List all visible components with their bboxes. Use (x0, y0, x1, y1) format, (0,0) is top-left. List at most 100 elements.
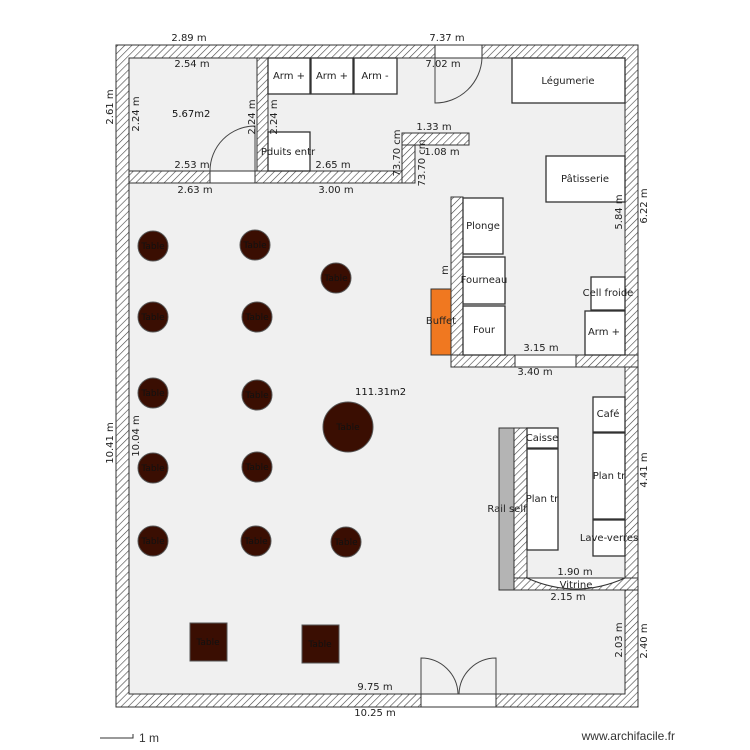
plan-travail-left[interactable] (526, 448, 559, 551)
legumerie-label: Légumerie (541, 75, 594, 87)
dim-left-inner: 10.04 m (131, 415, 142, 457)
lave-verres-label: Lave-verres (580, 533, 638, 544)
dim-storage-h: 2.24 m (269, 99, 280, 134)
caisse[interactable] (526, 427, 559, 449)
dim-left-room-bottom-inner: 2.53 m (174, 160, 209, 171)
round-table[interactable] (137, 525, 169, 557)
dim-kitchen-bottom-inner: 3.15 m (523, 343, 558, 354)
round-table-label: Table (243, 537, 268, 547)
dim-kitchen-right-inner: 5.84 m (614, 194, 625, 229)
site-watermark: www.archifacile.fr (581, 729, 675, 743)
cell-froide-label: Cell froide (583, 288, 634, 299)
arm-cabinet-4-label: Arm + (588, 327, 620, 338)
square-table[interactable] (189, 622, 228, 662)
four-label: Four (473, 325, 496, 336)
dim-partition-inner: 1.08 m (424, 147, 459, 158)
round-table[interactable] (241, 379, 273, 411)
round-table[interactable] (137, 452, 169, 484)
round-table[interactable] (241, 451, 273, 483)
dim-partition-outer: 1.33 m (416, 122, 451, 133)
wall-upper-rooms-bottom (128, 170, 416, 184)
cell-froide[interactable] (590, 276, 626, 311)
four[interactable] (462, 305, 506, 356)
dim-vitrine-outer: 2.15 m (550, 592, 585, 603)
round-table[interactable] (320, 262, 352, 294)
round-table-label: Table (244, 463, 269, 473)
rail-self[interactable] (498, 427, 515, 591)
door-left-room[interactable] (209, 170, 256, 184)
partition-horizontal (401, 132, 470, 146)
wall-left-room-right (256, 57, 269, 184)
kitchen-opening[interactable] (514, 354, 577, 368)
cafe[interactable] (592, 396, 626, 433)
produits-label: Pduits entr (261, 147, 316, 158)
dim-left-room-outer-h: 2.61 m (105, 89, 116, 124)
round-table[interactable] (137, 301, 169, 333)
dim-left-room-bottom-outer: 2.63 m (177, 185, 212, 196)
plan-travail-right[interactable] (592, 432, 626, 520)
fourneau-label: Fourneau (461, 275, 508, 286)
arm-cabinet-3[interactable] (353, 57, 398, 95)
round-table-label: Table (140, 242, 165, 252)
round-table-label: Table (323, 274, 348, 284)
arm-cabinet-4[interactable] (584, 310, 626, 356)
round-table[interactable] (137, 230, 169, 262)
round-table[interactable] (322, 401, 374, 453)
small-room-area: 5.67m2 (172, 109, 210, 120)
dim-left-room-inner-h2: 2.24 m (247, 99, 258, 134)
entrance-door[interactable] (420, 693, 497, 708)
plan-tr-right-label: Plan tr (593, 471, 626, 482)
dim-top-right-outer: 7.37 m (429, 33, 464, 44)
legumerie[interactable] (511, 57, 626, 104)
arm-cabinet-2-label: Arm + (316, 71, 348, 82)
round-table-label: Table (140, 389, 165, 399)
round-table[interactable] (137, 377, 169, 409)
dim-bottom-inner: 9.75 m (357, 682, 392, 693)
dim-bottom-outer: 10.25 m (354, 708, 396, 719)
dim-left-outer: 10.41 m (105, 422, 116, 464)
scale-bar (100, 734, 134, 739)
fourneau[interactable] (462, 256, 506, 305)
dim-storage-bottom: 2.65 m (315, 160, 350, 171)
round-table[interactable] (330, 526, 362, 558)
lave-verres[interactable] (592, 519, 626, 557)
patisserie[interactable] (545, 155, 626, 203)
scale-label: 1 m (139, 731, 159, 745)
produits-entretien[interactable] (267, 131, 311, 172)
main-room-area: 111.31m2 (355, 387, 406, 398)
round-table-label: Table (140, 464, 165, 474)
patisserie-label: Pâtisserie (561, 173, 609, 185)
dim-kitchen-left: m (440, 265, 451, 275)
round-table-label: Table (333, 538, 358, 548)
arm-cabinet-2[interactable] (310, 57, 354, 95)
door-swing-arc (420, 657, 497, 695)
dim-partition-h2: 73.70 cm (417, 139, 428, 186)
dim-top-left-inner: 2.54 m (174, 59, 209, 70)
round-table[interactable] (240, 525, 272, 557)
dim-top-left-outer: 2.89 m (171, 33, 206, 44)
caisse-label: Caisse (526, 433, 558, 444)
round-table-label: Table (140, 537, 165, 547)
dim-top-right-inner: 7.02 m (425, 59, 460, 70)
dim-kitchen-bottom-outer: 3.40 m (517, 367, 552, 378)
dim-kitchen-right-outer: 6.22 m (639, 188, 650, 223)
round-table-label: Table (244, 313, 269, 323)
round-table[interactable] (241, 301, 273, 333)
square-table[interactable] (301, 624, 340, 664)
arm-cabinet-1[interactable] (267, 57, 311, 95)
plonge-label: Plonge (466, 221, 500, 232)
plan-tr-left-label: Plan tr (526, 494, 559, 505)
plonge[interactable] (462, 197, 504, 255)
door-swing-arc (209, 125, 256, 172)
round-table[interactable] (239, 229, 271, 261)
cafe-label: Café (597, 408, 620, 420)
arm-cabinet-3-label: Arm - (361, 71, 389, 82)
vitrine (526, 577, 626, 590)
door-kitchen-top[interactable] (434, 44, 483, 59)
round-table-label: Table (140, 313, 165, 323)
square-table-label: Table (195, 638, 220, 648)
buffet[interactable] (430, 288, 452, 356)
